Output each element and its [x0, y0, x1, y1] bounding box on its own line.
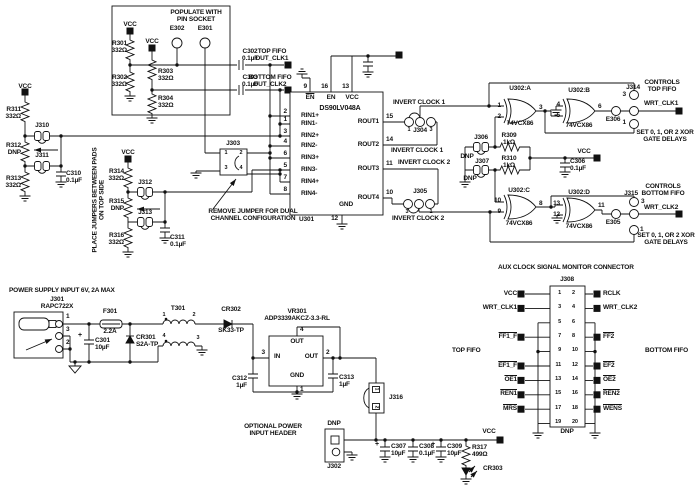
xor-gate-u302b — [562, 98, 596, 124]
led-cr303 — [461, 467, 471, 476]
jumper-j316 — [368, 382, 385, 414]
termination-network-1 — [19, 88, 290, 202]
vcc-rail-section — [324, 358, 504, 485]
xor-gate-u302c — [503, 194, 537, 220]
jumper-j304 — [404, 112, 436, 127]
jumper-j311 — [34, 161, 50, 174]
earth-ground-triangle — [68, 365, 82, 374]
jumper-j307 — [473, 165, 489, 178]
pad-wrt-clk1 — [675, 107, 683, 115]
testpoint-e305 — [611, 209, 621, 219]
pad-dut-clk1 — [284, 61, 292, 69]
jumper-j310 — [34, 131, 50, 144]
jumper-j306 — [473, 142, 489, 155]
jumper-j313 — [137, 217, 153, 230]
pin-socket-box — [111, 5, 292, 194]
jumper-j312 — [137, 187, 153, 200]
regulator-vr301 — [248, 326, 376, 400]
pull-network-j306-j307 — [459, 142, 601, 188]
termination-network-2 — [122, 155, 290, 258]
jumper-j305 — [403, 199, 435, 214]
testpoint-e301 — [199, 37, 211, 49]
header-j302 — [324, 428, 345, 463]
pad-wrt-clk2 — [675, 210, 683, 218]
transformer-t301-bottom — [162, 341, 196, 347]
diode-cr302 — [223, 319, 234, 329]
jumper-block-j303 — [190, 148, 283, 210]
testpoint-e302 — [171, 37, 183, 49]
clock1-delay-chain — [419, 82, 683, 147]
xor-gate-u302a — [503, 98, 537, 124]
testpoint-e306 — [611, 106, 621, 116]
diode-cr301 — [125, 335, 135, 344]
transformer-t301-top — [162, 319, 196, 325]
power-input-stage — [13, 311, 269, 374]
connector-j308 — [517, 285, 601, 439]
ic-u301 — [267, 51, 439, 230]
xor-gate-u302d — [562, 197, 596, 223]
clock2-delay-chain — [418, 170, 683, 243]
